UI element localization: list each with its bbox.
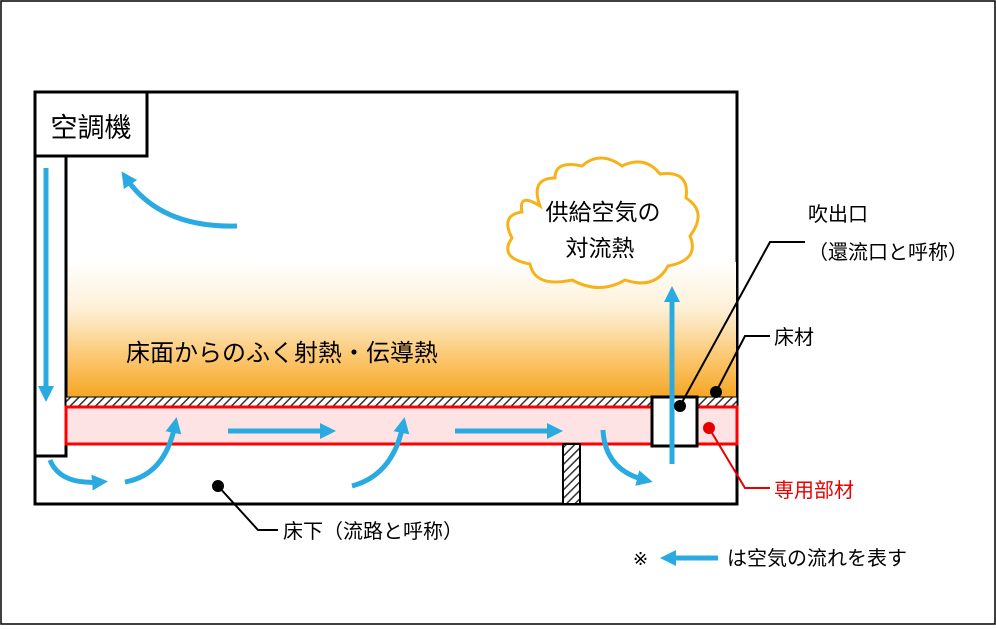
- air-arrow-down-turn: [600, 429, 653, 486]
- air-conditioner-box: [33, 90, 149, 158]
- air-flow-arrows: [37, 168, 681, 491]
- air-arrow-up-2: [351, 417, 410, 489]
- flooring-leader: [715, 335, 770, 393]
- outlet-dot: [674, 400, 686, 412]
- leader-lines: [217, 241, 805, 531]
- flooring-label: 床材: [774, 325, 814, 349]
- dedicated-member-label: 専用部材: [774, 478, 854, 502]
- underfloor-label: 床下（流路と呼称）: [283, 519, 463, 543]
- legend-mark: ※: [633, 549, 648, 570]
- air-conditioner-label: 空調機: [51, 113, 132, 144]
- convection-cloud: [506, 156, 700, 289]
- outlet-alias-label: （還流口と呼称）: [808, 240, 968, 264]
- heat-gradient-area: [66, 262, 736, 397]
- supply-air-convection-line1: 供給空気の: [546, 200, 661, 226]
- floor-heat-label: 床面からのふく射熱・伝導熱: [126, 339, 438, 367]
- air-arrow-up-1: [124, 417, 182, 485]
- dedicated-member-right: [695, 405, 739, 446]
- legend: ※ は空気の流れを表す: [633, 546, 907, 570]
- supply-duct: [33, 154, 68, 458]
- air-arrow-turn: [47, 458, 108, 491]
- dedicated-member-leader: [708, 427, 770, 489]
- dedicated-member: [64, 405, 654, 446]
- underfloor-leader: [217, 485, 278, 531]
- outlet-leader: [679, 241, 805, 407]
- air-arrow-return: [121, 171, 238, 229]
- supply-air-convection-line2: 対流熱: [566, 236, 635, 262]
- outlet-label: 吹出口: [808, 202, 868, 226]
- underfloor-dot: [212, 480, 224, 492]
- dedicated-member-dot: [703, 422, 715, 434]
- legend-text: は空気の流れを表す: [727, 546, 907, 570]
- support-post: [562, 443, 581, 505]
- flooring-dot: [710, 386, 722, 398]
